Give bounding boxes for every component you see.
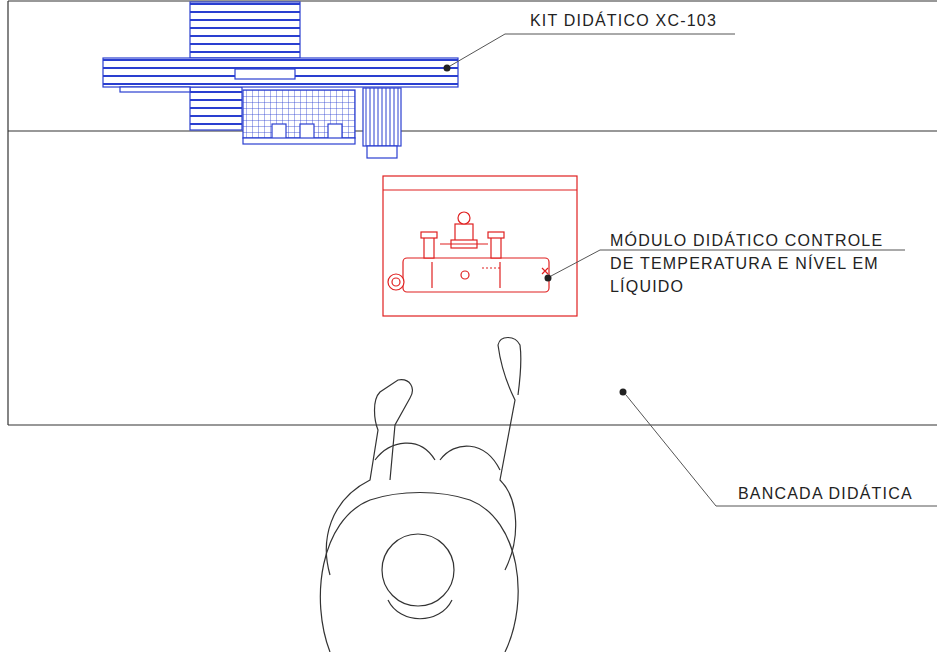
leader-lines [450, 34, 937, 506]
module-temperature-level [383, 176, 577, 316]
bench-outline [8, 1, 937, 425]
callout-label: BANCADA DIDÁTICA [738, 482, 933, 505]
kit-xc103 [103, 2, 458, 158]
person-operator [320, 338, 520, 652]
callout-label: KIT DIDÁTICO XC-103 [530, 9, 750, 32]
callout-label: MÓDULO DIDÁTICO CONTROLE DE TEMPERATURA … [610, 229, 910, 298]
leader-dots [444, 65, 627, 396]
